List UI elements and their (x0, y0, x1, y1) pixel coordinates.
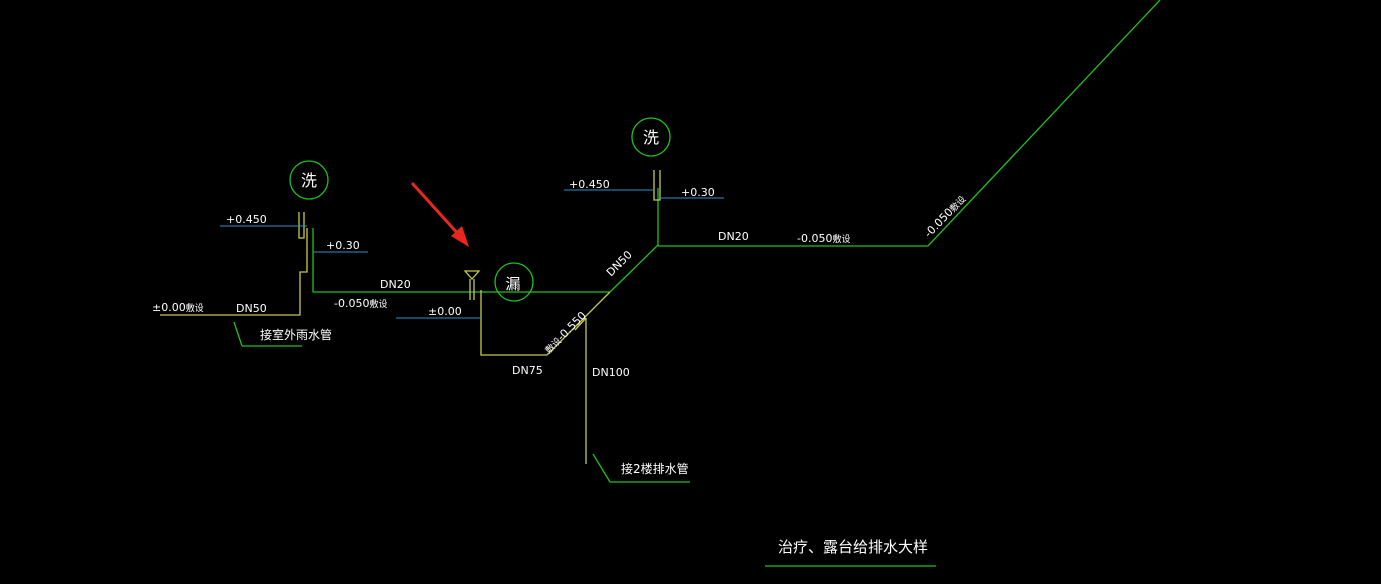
wash-label-left: 洗 (301, 171, 317, 190)
supply-pipes (233, 0, 1161, 567)
drain-pipe-left (160, 228, 308, 316)
drain-pipes (160, 170, 661, 464)
dn50-label: DN50 (236, 302, 267, 315)
leader-outdoor-rain (233, 321, 243, 347)
drain-label: 漏 (505, 275, 520, 293)
to-outdoor-rain-label: 接室外雨水管 (260, 327, 332, 342)
elev-pm000-embedded: ±0.00敷设 (152, 301, 204, 314)
elev-left-030: +0.30 (326, 239, 360, 252)
wash-label-right: 洗 (643, 128, 659, 147)
dn20-right-label: DN20 (718, 230, 749, 243)
elev-right-030: +0.30 (681, 186, 715, 199)
supply-pipe-right (658, 0, 1161, 247)
elevation-lines (220, 189, 724, 319)
trap-left (298, 212, 305, 239)
red-arrow (410, 181, 469, 247)
neg0050-left-embedded: -0.050敷设 (334, 297, 387, 310)
elev-000: ±0.00 (428, 305, 462, 318)
dn75-label: DN75 (512, 364, 543, 377)
supply-pipe-riser (609, 188, 659, 293)
wash-symbol-left-circle (289, 160, 329, 200)
neg0050-right-embedded: -0.050敷设 (797, 232, 850, 245)
elev-right-0450: +0.450 (569, 178, 610, 191)
drain-stack-link (574, 317, 587, 331)
drain-symbol-circle (494, 262, 534, 302)
drain-pipe-floor (480, 290, 611, 356)
elev-left-0450: +0.450 (226, 213, 267, 226)
leader-to-floor2 (592, 453, 611, 483)
neg0550-diag-label: 敷设-0.550 (542, 309, 589, 356)
neg0050-diag-embedded: -0.050敷设 (922, 193, 969, 241)
drawing-title: 治疗、露台给排水大样 (778, 538, 928, 556)
trap-right (653, 170, 661, 201)
to-floor2-drain-label: 接2楼排水管 (621, 461, 689, 476)
dn100-label: DN100 (592, 366, 630, 379)
floor-drain-funnel (463, 270, 481, 280)
dn20-left-label: DN20 (380, 278, 411, 291)
dn50-diag-label: DN50 (604, 248, 635, 279)
supply-pipe-left (312, 228, 610, 293)
wash-symbol-right-circle (631, 117, 671, 157)
